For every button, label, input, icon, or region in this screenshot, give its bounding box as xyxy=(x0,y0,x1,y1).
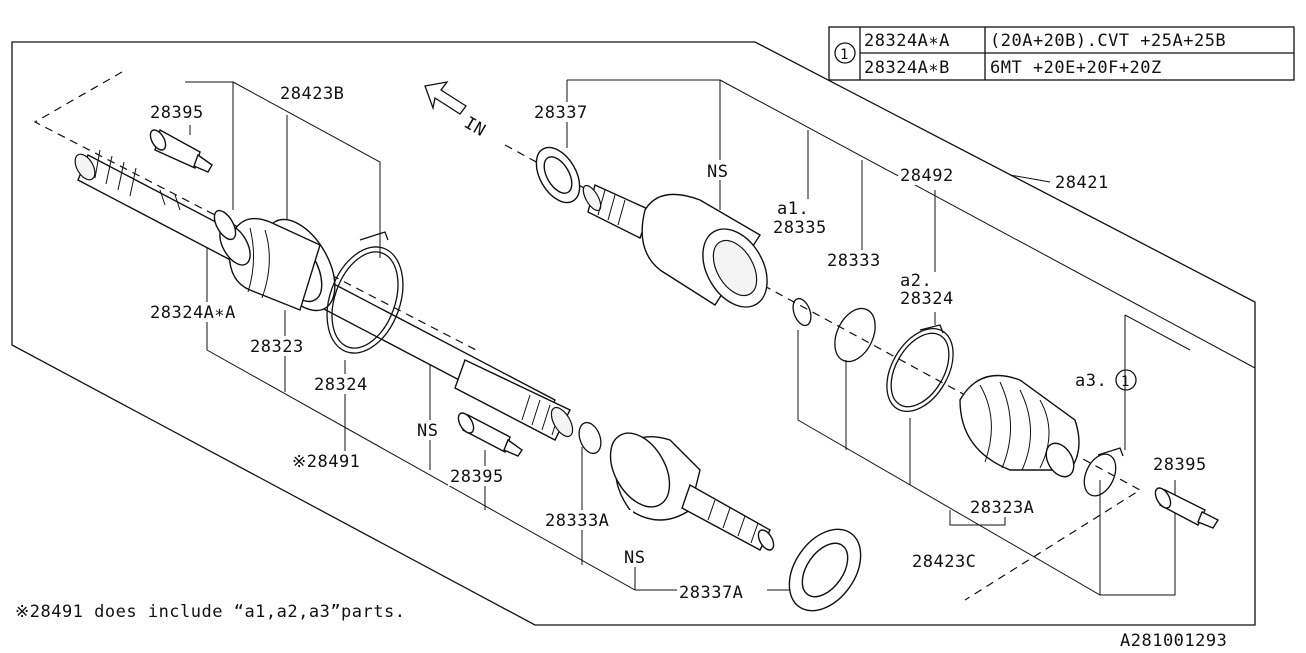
label-28335: 28335 xyxy=(773,218,827,238)
left-clamp-band xyxy=(326,231,404,354)
seal-28337 xyxy=(535,146,581,204)
label-28395-mid: 28395 xyxy=(450,467,504,487)
label-a3-ref: 1 xyxy=(1121,374,1130,390)
label-28423C: 28423C xyxy=(912,552,976,572)
label-ns-top: NS xyxy=(707,162,728,182)
damper-cap-right xyxy=(1154,487,1220,529)
label-28395-right: 28395 xyxy=(1153,455,1207,475)
snap-ring-28333A xyxy=(578,421,602,455)
label-28491: ※28491 xyxy=(292,452,360,472)
footnote: ※28491 does include “a1,a2,a3”parts. xyxy=(15,602,405,622)
title-row2-part: 28324A∗B xyxy=(864,58,950,78)
label-28337A: 28337A xyxy=(679,583,743,603)
title-block: 1 28324A∗A (20A+20B).CVT +25A+25B 28324A… xyxy=(828,26,1295,81)
outer-joint-top xyxy=(582,184,768,308)
damper-cap-mid xyxy=(457,412,523,457)
outer-joint-bottom xyxy=(609,432,775,551)
label-28423B: 28423B xyxy=(280,84,344,104)
title-circle-ref: 1 xyxy=(840,47,849,63)
left-boot xyxy=(213,209,336,312)
seal-28337A xyxy=(788,528,862,612)
label-28333A: 28333A xyxy=(545,511,609,531)
right-boot xyxy=(959,374,1080,478)
a3-ref-circle-icon xyxy=(1115,369,1137,391)
right-clamp-band xyxy=(886,324,954,413)
title-row1-part: 28324A∗A xyxy=(864,31,950,51)
diagram-frame xyxy=(11,41,1256,626)
snap-ring-28335 xyxy=(792,297,812,327)
label-28324-left: 28324 xyxy=(314,375,368,395)
label-28395-top: 28395 xyxy=(150,103,204,123)
ref-circle-icon xyxy=(834,42,856,64)
label-28333: 28333 xyxy=(827,251,881,271)
label-28337: 28337 xyxy=(534,103,588,123)
direction-label: IN xyxy=(461,113,490,141)
title-row1-applicability: (20A+20B).CVT +25A+25B xyxy=(990,31,1226,51)
label-28324A-A: 28324A∗A xyxy=(150,303,236,323)
diagram-id: A281001293 xyxy=(1120,631,1227,651)
label-28323: 28323 xyxy=(250,337,304,357)
direction-arrow-icon xyxy=(424,81,467,115)
label-28421: 28421 xyxy=(1055,173,1109,193)
damper-cap-top xyxy=(149,128,213,173)
label-a2: a2. xyxy=(900,271,932,291)
label-28323A: 28323A xyxy=(970,498,1034,518)
label-28324-right: 28324 xyxy=(900,289,954,309)
label-ns-mid: NS xyxy=(417,421,438,441)
ring-28333 xyxy=(834,307,876,363)
label-a3: a3. xyxy=(1075,371,1107,391)
label-a1: a1. xyxy=(777,199,809,219)
label-ns-bot: NS xyxy=(624,548,645,568)
title-row2-applicability: 6MT +20E+20F+20Z xyxy=(990,58,1162,78)
small-clamp xyxy=(1083,447,1124,497)
part-labels: 28395 28423B 28337 NS 28492 28421 a1. 28… xyxy=(148,82,1207,603)
label-28492: 28492 xyxy=(900,166,954,186)
